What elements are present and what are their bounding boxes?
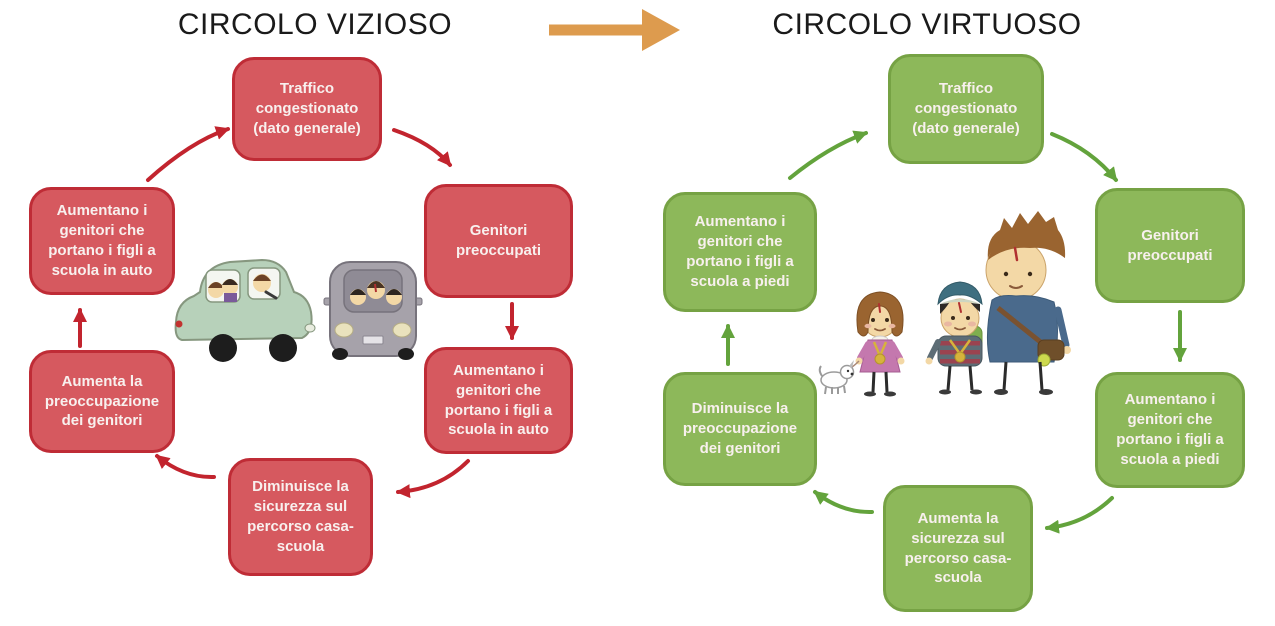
virtuous-node-traffico-congestionato: Traffico congestionato (dato generale) — [888, 54, 1044, 164]
virtuous-node-aumentano-piedi-left: Aumentano i genitori che portano i figli… — [663, 192, 817, 312]
vicious-node-diminuisce-sicurezza: Diminuisce la sicurezza sul percorso cas… — [228, 458, 373, 576]
dog-icon — [818, 360, 860, 395]
virtuous-node-aumentano-piedi-right: Aumentano i genitori che portano i figli… — [1095, 372, 1245, 488]
vicious-node-genitori-preoccupati: Genitori preoccupati — [424, 184, 573, 298]
red-arrow-4-to-5-icon — [155, 454, 216, 480]
grey-car-icon — [323, 261, 423, 360]
cars-illustration — [174, 258, 423, 362]
red-arrow-6-to-1-icon — [146, 126, 230, 182]
vicious-node-aumentano-auto-right: Aumentano i genitori che portano i figli… — [424, 347, 573, 454]
virtuous-node-aumenta-sicurezza: Aumenta la sicurezza sul percorso casa-s… — [883, 485, 1033, 612]
adult-walking-icon — [985, 211, 1071, 395]
green-arrow-1-to-2-icon — [1050, 132, 1118, 182]
virtuous-node-genitori-preoccupati: Genitori preoccupati — [1095, 188, 1245, 303]
green-arrow-4-to-5-icon — [813, 490, 874, 515]
vicious-node-aumenta-preoccupazione: Aumenta la preoccupazione dei genitori — [29, 350, 175, 453]
red-arrow-3-to-4-icon — [396, 459, 470, 499]
girl-walking-icon — [855, 291, 905, 397]
walking-family-illustration — [818, 211, 1071, 397]
green-arrow-3-to-4-icon — [1045, 496, 1114, 534]
vicious-circle-title: CIRCOLO VIZIOSO — [177, 8, 453, 41]
vicious-node-traffico-congestionato: Traffico congestionato (dato generale) — [232, 57, 382, 161]
virtuous-circle-title: CIRCOLO VIRTUOSO — [772, 8, 1082, 41]
virtuous-node-diminuisce-preoccupazione: Diminuisce la preoccupazione dei genitor… — [663, 372, 817, 486]
vicious-node-aumentano-auto-left: Aumentano i genitori che portano i figli… — [29, 187, 175, 295]
red-arrow-1-to-2-icon — [392, 128, 452, 167]
green-car-icon — [174, 258, 316, 362]
green-arrow-6-to-1-icon — [788, 130, 868, 180]
boy-walking-icon — [925, 281, 983, 395]
